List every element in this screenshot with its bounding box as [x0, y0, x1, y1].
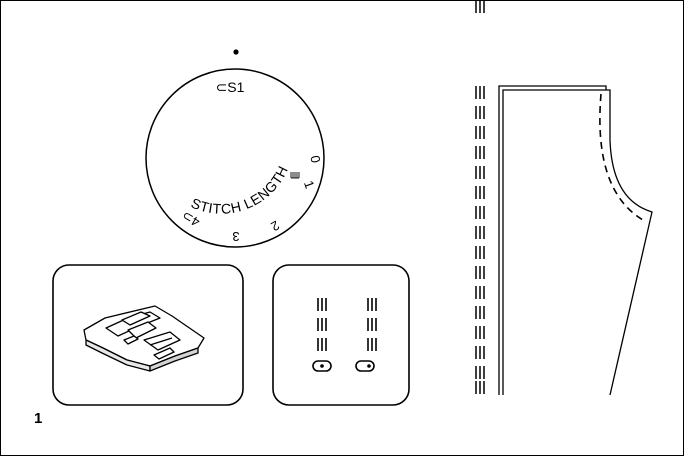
seam-illustration — [475, 0, 653, 396]
stitch-marks-right — [367, 298, 377, 351]
stitch-length-dial: ⊂S1 STITCH LENGTH 0 1 2 3 4⊃ — [145, 49, 325, 248]
dial-number-1: 1 — [301, 178, 318, 190]
dial-number-1-group: 1 — [290, 172, 318, 190]
dial-number-3: 3 — [232, 229, 239, 244]
needle-plate-left-icon — [312, 360, 332, 372]
presser-foot-panel — [52, 264, 244, 406]
stitch-marks-left — [317, 298, 327, 351]
stitch-column — [475, 0, 485, 395]
presser-foot-icon — [83, 305, 205, 372]
fabric-piece — [498, 85, 653, 396]
needle-position-panel — [272, 264, 410, 406]
tick-scale-icon — [290, 172, 300, 179]
dial-top-mark: ⊂S1 — [216, 79, 245, 95]
needle-plate-right-icon — [355, 360, 375, 372]
figure-number: 1 — [34, 410, 43, 427]
needle-position-box — [272, 264, 410, 406]
dial-indicator-dot — [233, 49, 239, 55]
dial-face — [145, 68, 325, 248]
dial-number-0: 0 — [307, 154, 323, 164]
